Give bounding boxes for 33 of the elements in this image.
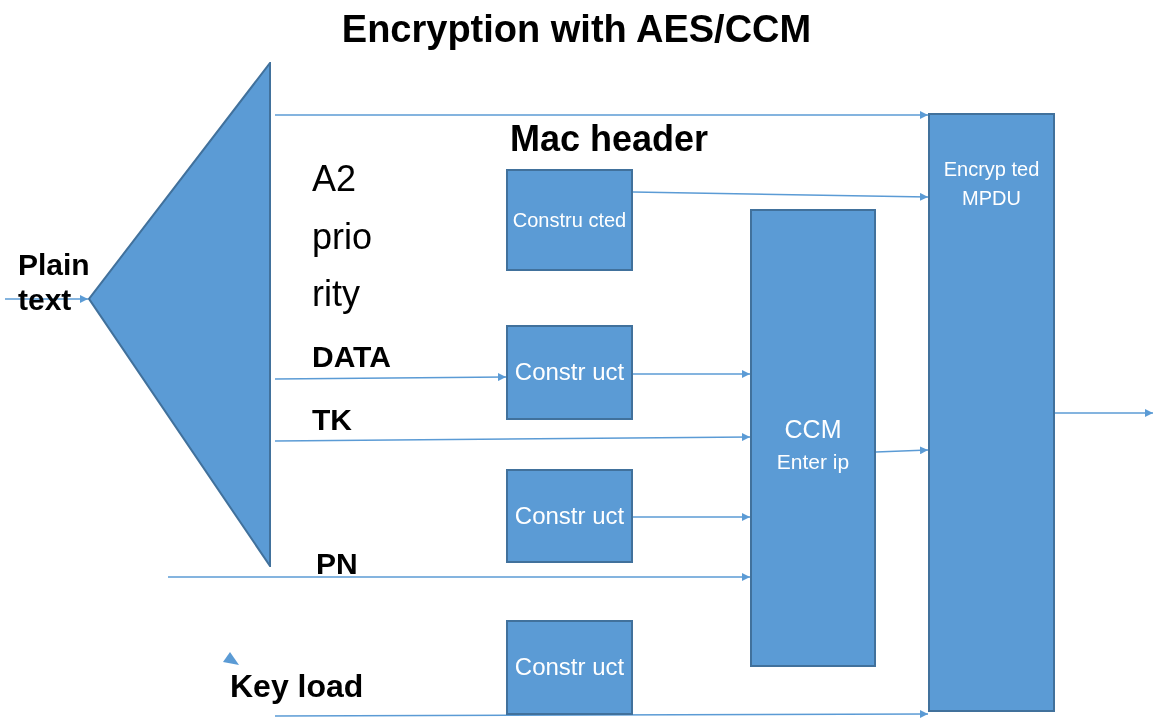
arrow xyxy=(274,111,929,119)
box-label: Constr uct xyxy=(513,652,626,683)
section-heading: Mac header xyxy=(510,118,710,160)
field-label: A2 prio rity xyxy=(312,157,374,317)
process-box xyxy=(506,469,633,563)
box-label: Constr uct xyxy=(513,357,626,388)
process-box xyxy=(506,620,633,715)
box-label: CCM xyxy=(783,414,843,445)
arrow xyxy=(274,433,751,442)
box-label: Constru cted xyxy=(511,207,628,233)
triangle-shape xyxy=(88,62,271,567)
signal-label: Key load xyxy=(230,668,365,705)
process-box xyxy=(506,169,633,271)
signal-label: DATA xyxy=(312,340,392,375)
arrow xyxy=(274,710,929,718)
diagram-title: Encryption with AES/CCM xyxy=(340,8,813,51)
arrow xyxy=(632,513,751,521)
arrow xyxy=(1054,409,1153,417)
process-box xyxy=(928,113,1055,712)
arrow xyxy=(4,295,89,303)
arrow xyxy=(632,191,929,201)
box-label: Enter ip xyxy=(775,449,851,476)
arrow xyxy=(274,373,507,382)
arrow xyxy=(632,370,751,378)
signal-label: PN xyxy=(316,547,359,582)
signal-label: TK xyxy=(312,403,353,438)
box-label: Encryp ted MPDU xyxy=(942,157,1041,211)
arrow xyxy=(875,446,929,455)
arrow xyxy=(167,573,751,581)
process-box xyxy=(506,325,633,420)
box-label: Constr uct xyxy=(513,500,626,531)
input-label: Plain text xyxy=(18,248,91,317)
process-box xyxy=(750,209,876,667)
